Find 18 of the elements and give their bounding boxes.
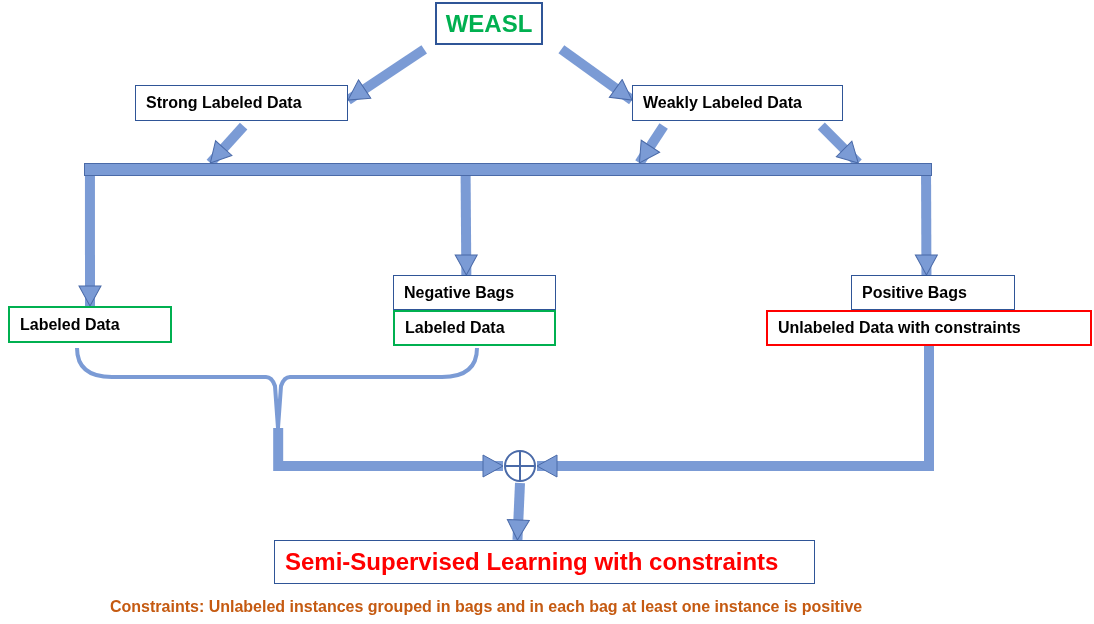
block-arrow xyxy=(914,175,938,276)
block-arrow xyxy=(454,175,478,276)
data-box: Labeled Data xyxy=(393,310,556,346)
title-box: WEASL xyxy=(435,2,543,45)
result-box: Semi-Supervised Learning with constraints xyxy=(274,540,815,584)
data-box: Strong Labeled Data xyxy=(135,85,348,121)
block-arrow xyxy=(536,346,934,478)
block-arrow xyxy=(506,482,530,541)
data-box: Unlabeled Data with constraints xyxy=(766,310,1092,346)
plus-circle-symbol xyxy=(503,449,537,483)
data-box: Positive Bags xyxy=(851,275,1015,310)
block-arrow xyxy=(78,176,102,307)
data-box: Labeled Data xyxy=(8,306,172,343)
constraints-note: Constraints: Unlabeled instances grouped in bags and in each bag at least one instance is positive xyxy=(110,598,863,616)
data-box: Negative Bags xyxy=(393,275,556,310)
data-box: Weakly Labeled Data xyxy=(632,85,843,121)
distribution-bar xyxy=(84,163,932,176)
block-arrow xyxy=(635,123,668,166)
